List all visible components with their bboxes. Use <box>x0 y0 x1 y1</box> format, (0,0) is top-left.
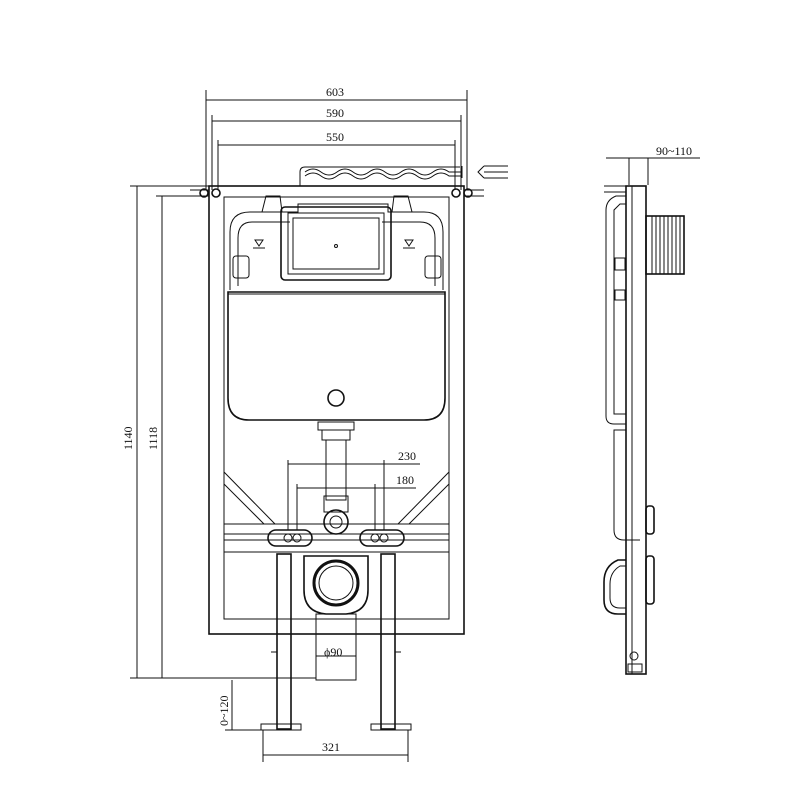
dim-width-inner: 550 <box>326 130 344 144</box>
dim-height-frame: 1118 <box>146 427 160 450</box>
valve-plates <box>267 529 405 547</box>
frame-braces <box>223 471 450 553</box>
cistern <box>227 195 446 421</box>
dim-drain-diameter: ϕ90 <box>324 645 342 659</box>
dim-side-depth: 90~110 <box>656 144 692 158</box>
flush-pipe <box>317 421 355 535</box>
front-view: 603 590 550 <box>121 85 508 762</box>
dim-width-mid: 590 <box>326 106 344 120</box>
dim-width-outer: 603 <box>326 85 344 99</box>
water-supply-hose <box>299 165 508 186</box>
drain-outlet: ϕ90 <box>303 555 369 681</box>
steel-frame <box>190 185 484 635</box>
dim-height-total: 1140 <box>121 426 135 450</box>
height-dimensions: 1140 1118 0~120 321 <box>121 185 409 762</box>
top-dimensions: 603 590 550 <box>205 85 468 190</box>
side-view: 90~110 <box>603 144 700 675</box>
dim-leg-spacing: 321 <box>322 740 340 754</box>
dim-leg-adjust: 0~120 <box>217 696 231 727</box>
valve-dimensions: 230 180 <box>287 449 420 530</box>
support-legs <box>260 553 412 731</box>
dim-valve-inner: 180 <box>396 473 414 487</box>
dim-valve-outer: 230 <box>398 449 416 463</box>
